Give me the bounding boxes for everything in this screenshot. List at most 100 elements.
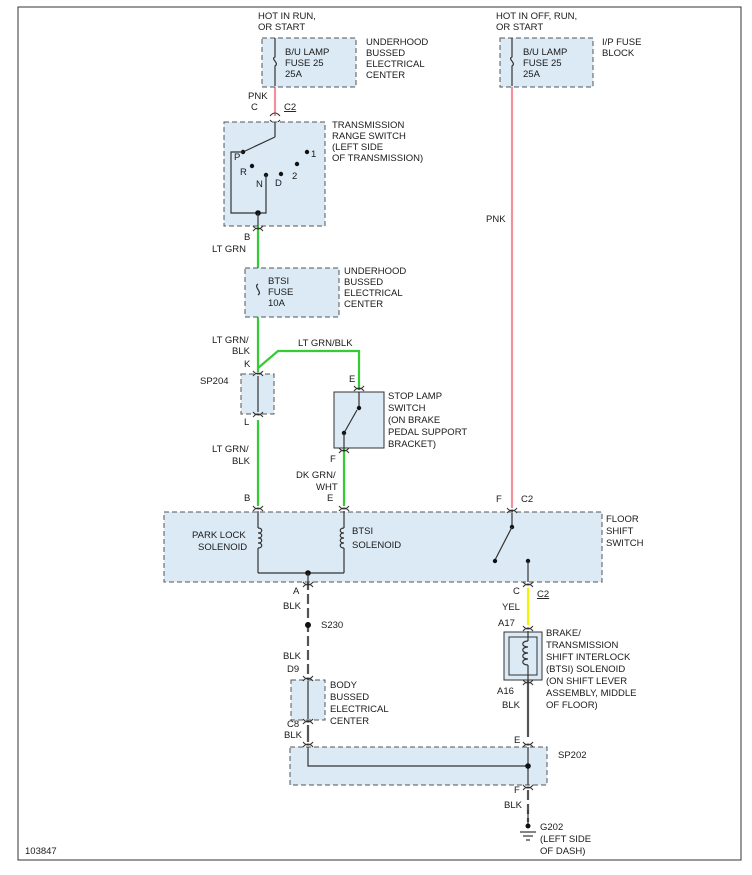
left-hot-label-1: HOT IN RUN,	[258, 11, 316, 22]
il-label-1: BRAKE/	[546, 628, 581, 639]
fs-pin-c: C	[513, 586, 520, 597]
floor-shift-box	[163, 511, 603, 583]
stop-lamp-switch: E STOP LAMP SWITCH (ON BRAKE PEDAL SUPPO…	[296, 374, 467, 493]
gp-pin-c8: C8	[287, 719, 299, 730]
sp204-connector-k	[252, 370, 264, 377]
il-pin-a16: A16	[497, 686, 514, 697]
sp204-wire-top-2: BLK	[232, 346, 251, 357]
gp-blk-1: BLK	[283, 601, 302, 612]
sp202-dot	[525, 763, 531, 769]
btsi-fuse: BTSI FUSE 10A UNDERHOOD BUSSED ELECTRICA…	[244, 266, 406, 318]
stop-lamp-wire-2: WHT	[316, 482, 338, 493]
btsi-fuse-label-2: FUSE	[268, 287, 293, 298]
gp-body-label-4: CENTER	[330, 716, 369, 727]
gp-pin-d9: D9	[287, 664, 299, 675]
trs-dot-r	[249, 163, 255, 169]
trs-connector-b	[252, 225, 264, 232]
fs-conn-c2-bottom: C2	[537, 589, 549, 600]
fs-connector-f	[506, 507, 518, 514]
fs-pin-a: A	[293, 586, 300, 597]
sp204-wire-top-1: LT GRN/	[212, 335, 249, 346]
sp202-connector-e	[522, 741, 534, 748]
right-feed: HOT IN OFF, RUN, OR START B/U LAMP FUSE …	[486, 11, 641, 225]
left-fuse-box	[261, 37, 357, 88]
stop-lamp-pin-e: E	[349, 374, 355, 385]
stop-lamp-blade	[343, 409, 358, 434]
park-lock-label-2: SOLENOID	[198, 542, 247, 553]
wire-ltgrn-blk-branch	[257, 349, 361, 390]
right-block-label-2: BLOCK	[602, 48, 635, 59]
floor-shift-switch: B E F C2 PARK LOCK SOLENOID BTSI SOLENOI…	[163, 493, 644, 600]
btsi-fuse-label-3: 10A	[268, 298, 286, 309]
trs-label-2: RANGE SWITCH	[332, 131, 406, 142]
diagram-frame	[17, 6, 742, 861]
left-fuse-icon	[273, 38, 278, 86]
il-connector-a16	[522, 679, 534, 686]
il-label-7: OF FLOOR)	[546, 700, 598, 711]
trs-pos-p: P	[234, 152, 240, 163]
right-block-label-1: I/P FUSE	[602, 37, 641, 48]
trs-label-4: OF TRANSMISSION)	[332, 153, 423, 164]
sp204-wire-bottom-1: LT GRN/	[212, 444, 249, 455]
s230-dot	[305, 622, 311, 628]
gp-blk-3: BLK	[284, 730, 303, 741]
il-inner	[508, 636, 538, 676]
il-wire-yel: YEL	[502, 602, 520, 613]
fs-pin-b: B	[244, 493, 250, 504]
left-fuse-label-2: FUSE 25	[285, 58, 324, 69]
fs-label-3: SWITCH	[606, 538, 644, 549]
sp204-branch-wire: LT GRN/BLK	[298, 338, 353, 349]
right-wire-color: PNK	[486, 214, 506, 225]
trs-wiper	[242, 136, 276, 153]
btsi-block-label-3: ELECTRICAL	[344, 288, 403, 299]
trs-dot-1	[304, 149, 310, 155]
stop-lamp-label-2: SWITCH	[388, 403, 426, 414]
sp202-pin-f: F	[514, 785, 520, 796]
stop-lamp-label-4: PEDAL SUPPORT	[388, 427, 467, 438]
fs-label-2: SHIFT	[606, 526, 634, 537]
left-block-label-1: UNDERHOOD	[366, 37, 428, 48]
stop-lamp-top-contact	[356, 405, 362, 411]
stop-lamp-pin-f: F	[330, 454, 336, 465]
trs-pos-n: N	[256, 179, 263, 190]
btsi-block-label-4: CENTER	[344, 299, 383, 310]
btsi-fuse-label-1: BTSI	[268, 276, 289, 287]
il-label-6: ASSEMBLY, MIDDLE	[546, 688, 636, 699]
il-label-4: (BTSI) SOLENOID	[546, 664, 625, 675]
sp202-connector-c8	[302, 741, 314, 748]
trs-pos-2: 2	[292, 171, 297, 182]
transmission-range-switch: TRANSMISSION RANGE SWITCH (LEFT SIDE OF …	[212, 120, 423, 255]
il-pin-a17: A17	[498, 618, 515, 629]
sp204-pin-k: K	[244, 359, 251, 370]
il-wire-blk: BLK	[502, 700, 521, 711]
btsi-block-label-2: BUSSED	[344, 277, 383, 288]
splice-sp204: LT GRN/ BLK K LT GRN/BLK SP204 L LT GRN/…	[200, 335, 353, 467]
ground-location-2: OF DASH)	[540, 846, 585, 857]
il-label-5: (ON SHIFT LEVER	[546, 676, 627, 687]
fs-pin-f: F	[496, 494, 502, 505]
ground-location-1: (LEFT SIDE	[540, 834, 591, 845]
sp202-wire: BLK	[504, 800, 523, 811]
fs-label-1: FLOOR	[606, 514, 639, 525]
trs-pin-b: B	[244, 232, 250, 243]
stop-lamp-wire-1: DK GRN/	[296, 470, 336, 481]
left-block-label-3: ELECTRICAL	[366, 59, 425, 70]
stop-lamp-label-1: STOP LAMP	[388, 391, 442, 402]
il-coil-icon	[522, 640, 529, 666]
gp-connector-d9	[302, 675, 314, 682]
stop-lamp-connector-e	[353, 385, 365, 392]
stop-lamp-connector-f	[338, 447, 350, 454]
fs-connector-a	[302, 581, 314, 588]
trs-label-3: (LEFT SIDE	[332, 142, 383, 153]
right-fuse-label-1: B/U LAMP	[523, 47, 567, 58]
fs-switch-free-contact	[492, 558, 498, 564]
left-wire-color: PNK	[248, 91, 268, 102]
trs-wire-color: LT GRN	[212, 244, 246, 255]
fs-connector-e	[338, 505, 350, 512]
right-hot-label-2: OR START	[496, 22, 543, 33]
right-fuse-label-2: FUSE 25	[523, 58, 562, 69]
sp202-pin-e: E	[514, 735, 520, 746]
sp204-wire-bottom-2: BLK	[232, 456, 251, 467]
park-lock-coil-icon	[257, 527, 263, 549]
